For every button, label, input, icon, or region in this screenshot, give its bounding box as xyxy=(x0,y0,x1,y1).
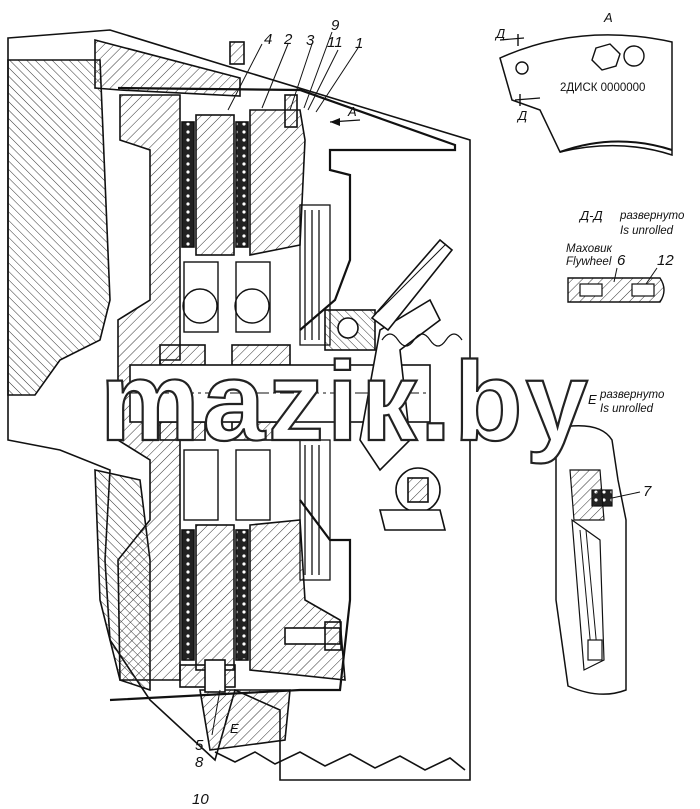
callout-6: 6 xyxy=(617,252,626,269)
friction-disc-1-upper xyxy=(181,121,195,248)
view-e-note-ru: развернуто xyxy=(599,389,665,401)
view-a-hole-left xyxy=(515,61,529,75)
friction-disc-2-upper xyxy=(235,121,249,248)
view-a-mark-top: Д xyxy=(494,26,505,41)
callout-2: 2 xyxy=(283,31,293,48)
section-dd-note-ru: развернуто xyxy=(619,210,685,222)
callout-1: 1 xyxy=(355,35,363,52)
view-a-outline xyxy=(499,34,673,157)
section-dd-pin-left xyxy=(579,283,603,297)
callout-10: 10 xyxy=(192,791,209,808)
friction-disc-1-lower xyxy=(181,529,195,661)
view-a-hole-right xyxy=(623,45,645,67)
top-bolt xyxy=(229,41,245,65)
main-section xyxy=(7,29,471,781)
callout-7: 7 xyxy=(643,483,652,500)
view-a-bolt-hex xyxy=(591,43,621,71)
view-e-title: E xyxy=(588,392,597,407)
watermark: maziк.by xyxy=(100,339,591,464)
housing-left-body xyxy=(7,59,111,396)
friction-disc-2-lower xyxy=(235,529,249,661)
section-marker-letter: E xyxy=(230,721,239,736)
callout-leaders xyxy=(211,31,359,736)
view-a: A 2ДИСК 0000000 Д Д xyxy=(494,10,673,157)
view-a-arrow-label: A xyxy=(347,104,357,119)
callout-11: 11 xyxy=(327,34,343,51)
section-marker-e: I E xyxy=(224,713,239,736)
section-dd-title: Д-Д xyxy=(578,208,603,223)
view-e-note-en: Is unrolled xyxy=(600,403,654,415)
damper-springs xyxy=(182,261,271,521)
view-a-title: A xyxy=(603,10,613,25)
pressure-plate-upper xyxy=(249,109,306,256)
view-e: E развернуто Is unrolled 7 xyxy=(555,389,665,695)
release-lever-assembly xyxy=(299,204,331,581)
section-dd-note-en: Is unrolled xyxy=(620,225,674,237)
callout-numbers: 4 2 3 9 11 1 5 8 10 xyxy=(192,17,363,808)
callout-8: 8 xyxy=(195,754,204,771)
return-spring xyxy=(381,333,463,347)
view-a-stamp: 2ДИСК 0000000 xyxy=(560,82,645,94)
intermediate-plate-lower xyxy=(195,524,235,671)
serrated-edge xyxy=(214,751,466,771)
release-fork xyxy=(359,298,442,472)
callout-9: 9 xyxy=(331,17,340,34)
fork-rod xyxy=(370,238,454,332)
flywheel-label-ru: Маховик xyxy=(566,243,613,255)
view-a-mark-bottom: Д xyxy=(516,108,527,123)
flywheel-label-en: Flywheel xyxy=(566,256,612,268)
callout-4: 4 xyxy=(264,31,272,48)
intermediate-plate-upper xyxy=(195,114,235,256)
section-dd-pin-right xyxy=(631,283,655,297)
callout-12: 12 xyxy=(657,252,674,269)
section-dd: Д-Д развернуто Is unrolled Маховик Flywh… xyxy=(566,208,685,303)
callout-5: 5 xyxy=(195,737,204,754)
view-a-arrow: A xyxy=(329,104,361,126)
section-marker-roman: I xyxy=(224,713,228,728)
bolt-11 xyxy=(284,94,298,128)
clutch-cover xyxy=(117,86,457,331)
callout-3: 3 xyxy=(306,32,315,49)
bell-housing-bottom xyxy=(199,689,291,751)
